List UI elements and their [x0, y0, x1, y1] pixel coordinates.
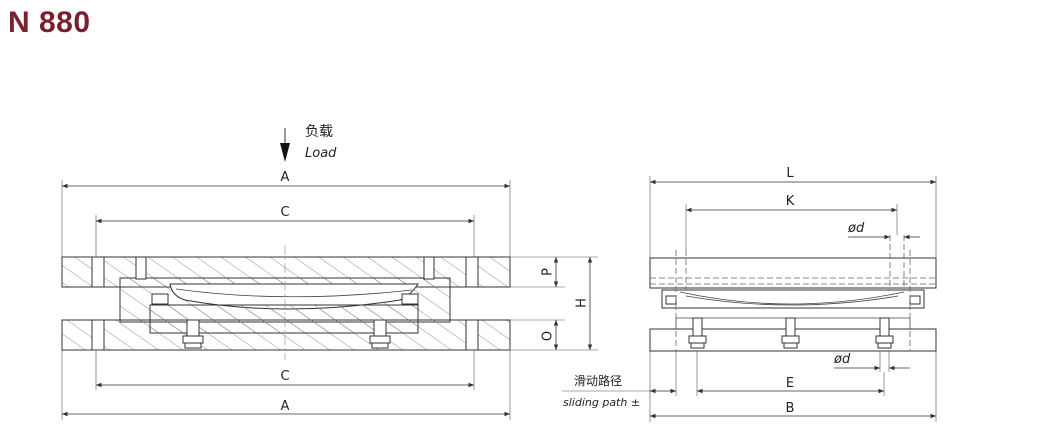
dim-P: P — [541, 268, 556, 276]
dim-O: O — [541, 331, 556, 341]
side-top-plate — [649, 257, 937, 289]
left-seal — [151, 293, 169, 305]
side-middle-block — [661, 289, 925, 309]
side-anchor-bolt-2 — [781, 317, 800, 349]
dim-A-top: A — [281, 170, 290, 185]
dim-d-top: ød — [847, 221, 865, 236]
page-title: N 880 — [8, 6, 91, 39]
side-anchor-bolt-3 — [875, 317, 894, 349]
right-seal — [401, 293, 419, 305]
dim-d-bottom: ød — [833, 352, 851, 367]
dim-E: E — [786, 376, 794, 391]
front-view: A C C A P O H — [61, 170, 598, 420]
load-arrow-icon — [280, 143, 290, 162]
side-view: L K ød ød E B 滑动路径 sliding path ± — [562, 166, 937, 422]
side-anchor-bolt-1 — [688, 317, 707, 349]
dim-A-bottom: A — [281, 399, 290, 414]
load-label-cn: 负载 — [305, 124, 333, 140]
anchor-bolt-right — [369, 319, 391, 349]
dim-C-top: C — [280, 205, 289, 220]
dim-H: H — [575, 298, 590, 308]
dim-B: B — [786, 401, 795, 416]
load-indicator: 负载 Load — [280, 124, 337, 162]
sliding-path-cn: 滑动路径 — [574, 373, 622, 388]
dim-L: L — [786, 166, 794, 181]
sliding-path-en: sliding path ± — [563, 396, 640, 409]
dim-C-bottom: C — [280, 369, 289, 384]
anchor-bolt-left — [182, 319, 204, 349]
load-label-en: Load — [305, 146, 337, 161]
dim-K: K — [786, 194, 795, 209]
